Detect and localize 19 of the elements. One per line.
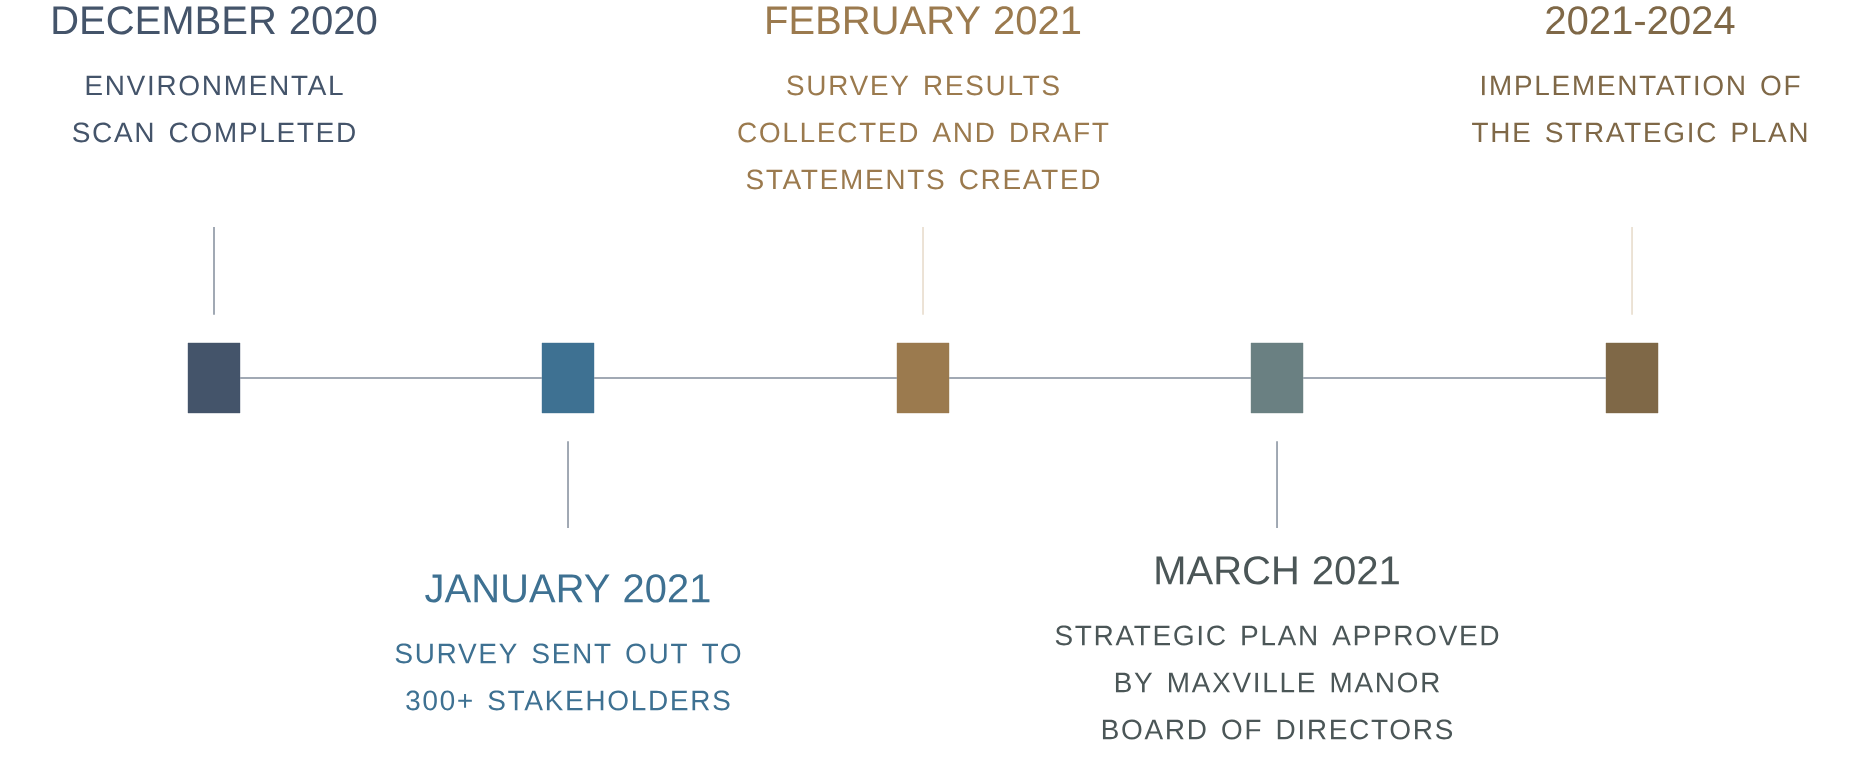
milestone-square (1250, 342, 1304, 414)
milestone-square (541, 342, 595, 414)
timeline-line (948, 377, 1252, 379)
connector-line (922, 226, 924, 316)
connector-line (213, 226, 215, 316)
connector-line (1276, 440, 1278, 529)
timeline-line (1302, 377, 1607, 379)
timeline-line (593, 377, 898, 379)
milestone-text: MARCH 2021 STRATEGIC PLAN APPROVED BY MAXVILLE MANOR BOARD OF DIRECTORS (1055, 556, 1499, 740)
milestone-text: 2021-2024 IMPLEMENTATION OF THE STRATEGIC PLAN (1472, 6, 1807, 143)
milestone-text: DECEMBER 2020 ENVIRONMENTAL SCAN COMPLETED (53, 6, 377, 143)
milestone-square (1605, 342, 1659, 414)
connector-line (567, 440, 569, 529)
connector-line (1631, 226, 1633, 316)
milestone-text: JANUARY 2021 SURVEY SENT OUT TO 300+ STAKEHOLDERS (395, 574, 741, 711)
timeline-line (239, 377, 543, 379)
milestone-square (187, 342, 241, 414)
milestone-text: FEBRUARY 2021 SURVEY RESULTS COLLECTED AND DRAFT STATEMENTS CREATED (738, 6, 1109, 190)
milestone-square (896, 342, 950, 414)
